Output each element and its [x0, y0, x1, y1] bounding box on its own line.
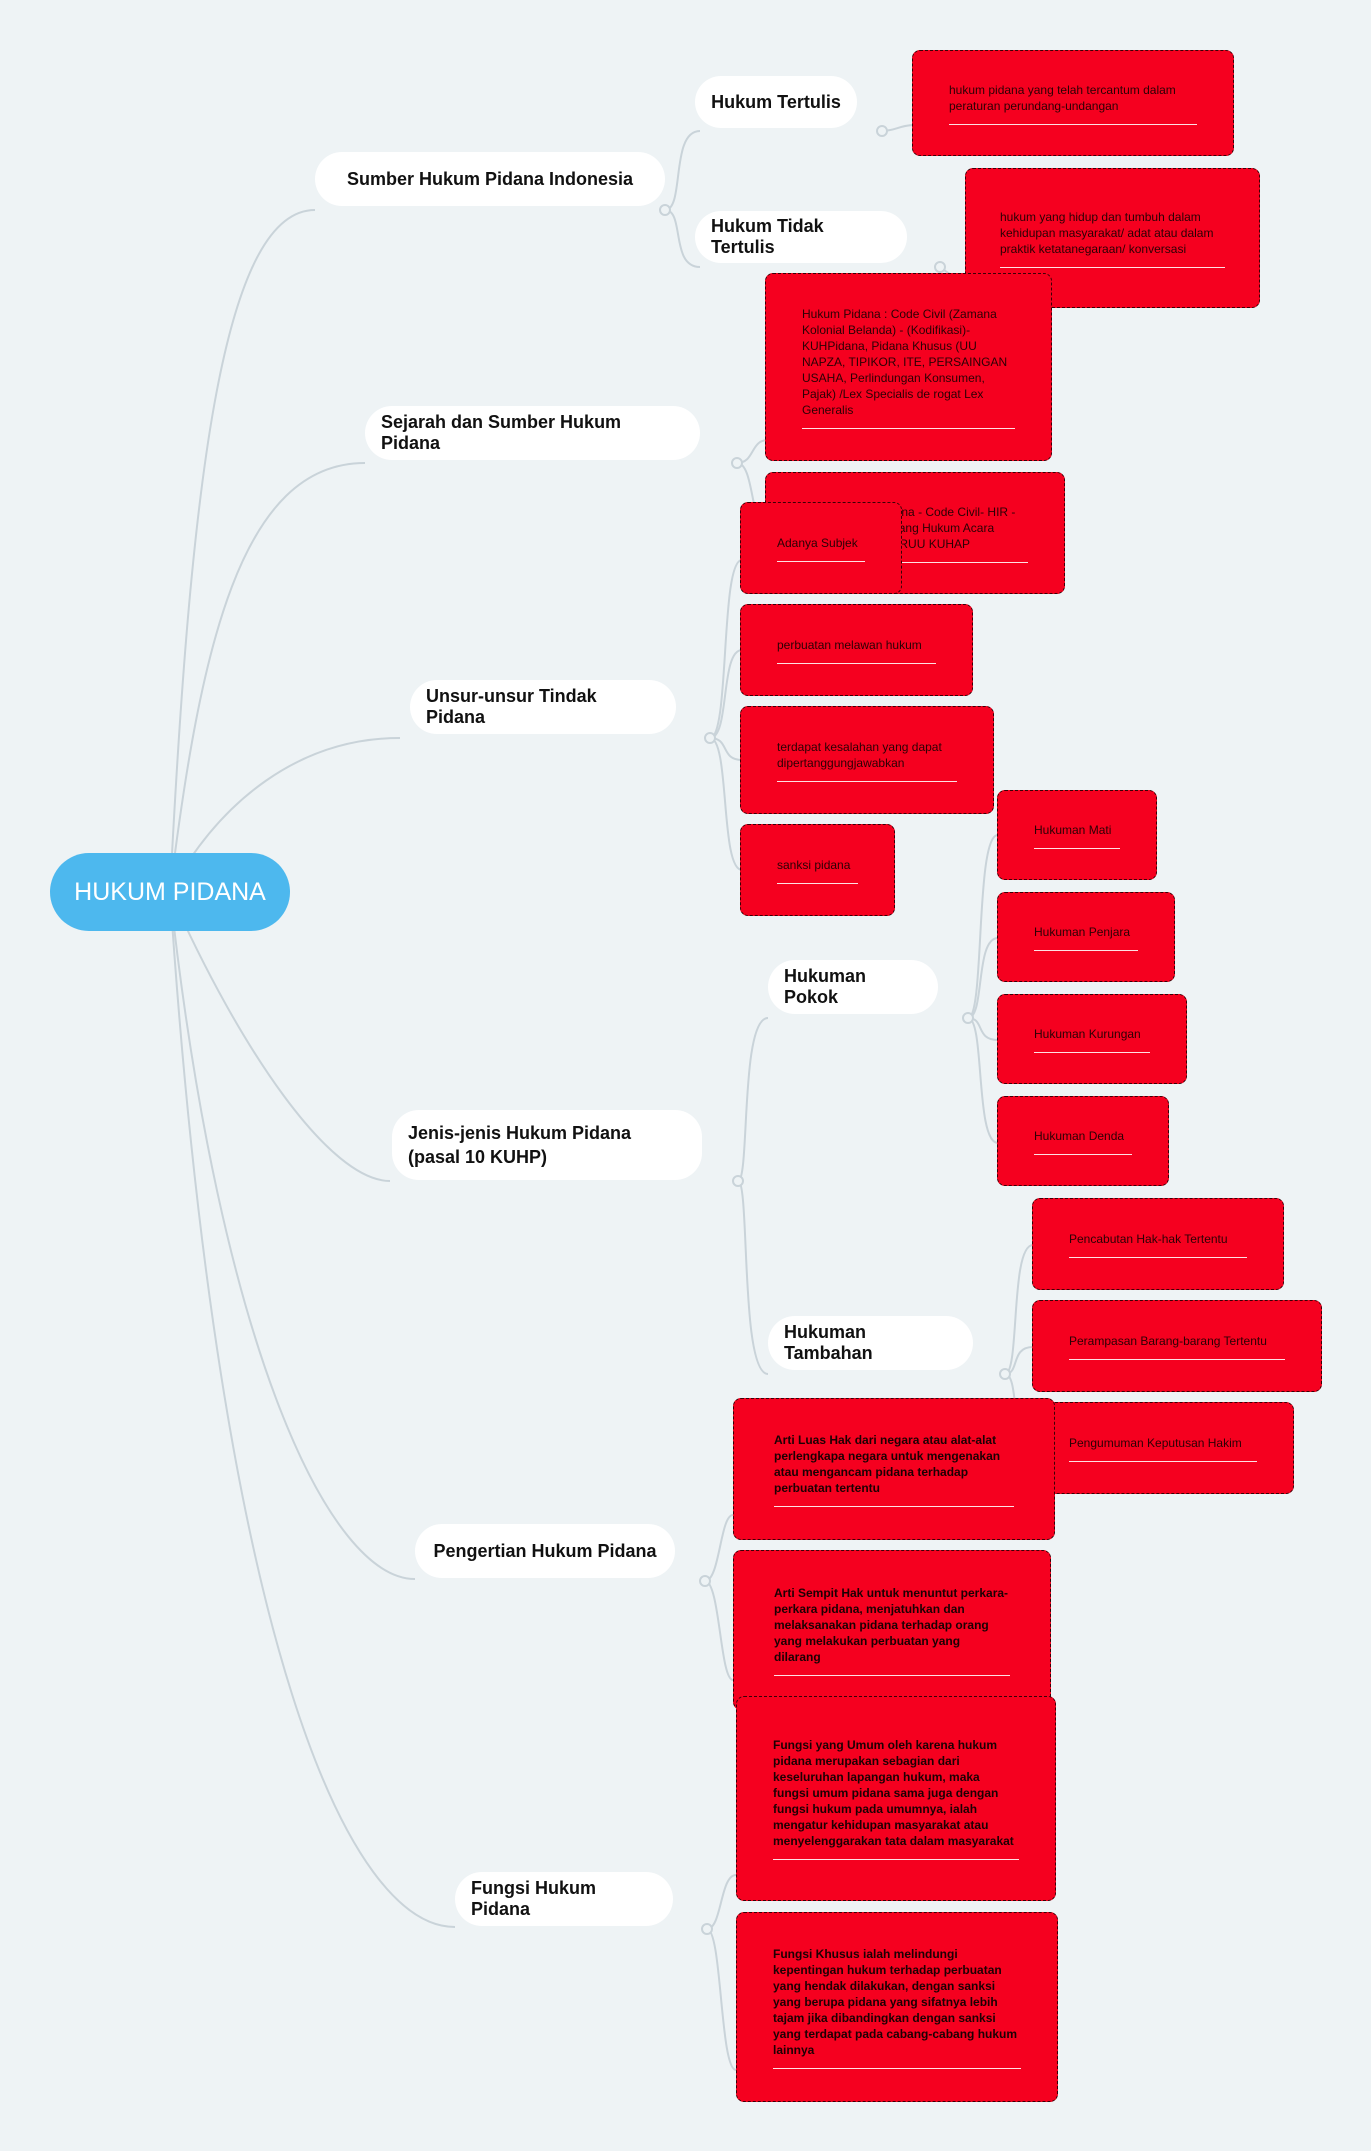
note-arti-luas[interactable]: Arti Luas Hak dari negara atau alat-alat…	[733, 1398, 1055, 1540]
note-perbuatan-melawan-hukum[interactable]: perbuatan melawan hukum	[740, 604, 973, 696]
connector-dot	[701, 1923, 713, 1935]
note-fungsi-umum[interactable]: Fungsi yang Umum oleh karena hukum pidan…	[736, 1696, 1056, 1901]
connector-dot	[962, 1012, 974, 1024]
connector-dot	[999, 1368, 1011, 1380]
connector-dot	[732, 1175, 744, 1187]
topic-sejarah[interactable]: Sejarah dan Sumber Hukum Pidana	[365, 406, 700, 460]
topic-pengertian[interactable]: Pengertian Hukum Pidana	[415, 1524, 675, 1578]
topic-hukum-tertulis[interactable]: Hukum Tertulis	[695, 76, 857, 128]
note-pencabutan-hak[interactable]: Pencabutan Hak-hak Tertentu	[1032, 1198, 1284, 1290]
topic-fungsi[interactable]: Fungsi Hukum Pidana	[455, 1872, 673, 1926]
note-hukum-tertulis[interactable]: hukum pidana yang telah tercantum dalam …	[912, 50, 1234, 156]
note-hukuman-mati[interactable]: Hukuman Mati	[997, 790, 1157, 880]
note-pengumuman-putusan[interactable]: Pengumuman Keputusan Hakim	[1032, 1402, 1294, 1494]
connector-dot	[731, 457, 743, 469]
topic-unsur[interactable]: Unsur-unsur Tindak Pidana	[410, 680, 676, 734]
note-hukuman-penjara[interactable]: Hukuman Penjara	[997, 892, 1175, 982]
topic-sumber-hukum[interactable]: Sumber Hukum Pidana Indonesia	[315, 152, 665, 206]
note-sejarah-hukum-pidana[interactable]: Hukum Pidana : Code Civil (Zamana Koloni…	[765, 273, 1052, 461]
note-sanksi-pidana[interactable]: sanksi pidana	[740, 824, 895, 916]
connector-dot	[659, 204, 671, 216]
connector-dot	[704, 732, 716, 744]
connector-dot	[699, 1575, 711, 1587]
root-topic[interactable]: HUKUM PIDANA	[50, 853, 290, 931]
note-perampasan-barang[interactable]: Perampasan Barang-barang Tertentu	[1032, 1300, 1322, 1392]
topic-hukuman-pokok[interactable]: Hukuman Pokok	[768, 960, 938, 1014]
note-hukuman-kurungan[interactable]: Hukuman Kurungan	[997, 994, 1187, 1084]
note-arti-sempit[interactable]: Arti Sempit Hak untuk menuntut perkara-p…	[733, 1550, 1051, 1710]
connector-dot	[934, 261, 946, 273]
note-kesalahan[interactable]: terdapat kesalahan yang dapat dipertangg…	[740, 706, 994, 814]
connector-dot	[876, 125, 888, 137]
note-adanya-subjek[interactable]: Adanya Subjek	[740, 502, 902, 594]
topic-hukum-tidak-tertulis[interactable]: Hukum Tidak Tertulis	[695, 211, 907, 263]
topic-jenis[interactable]: Jenis-jenis Hukum Pidana (pasal 10 KUHP)	[392, 1110, 702, 1180]
note-hukuman-denda[interactable]: Hukuman Denda	[997, 1096, 1169, 1186]
note-fungsi-khusus[interactable]: Fungsi Khusus ialah melindungi kepenting…	[736, 1912, 1058, 2102]
topic-hukuman-tambahan[interactable]: Hukuman Tambahan	[768, 1316, 973, 1370]
